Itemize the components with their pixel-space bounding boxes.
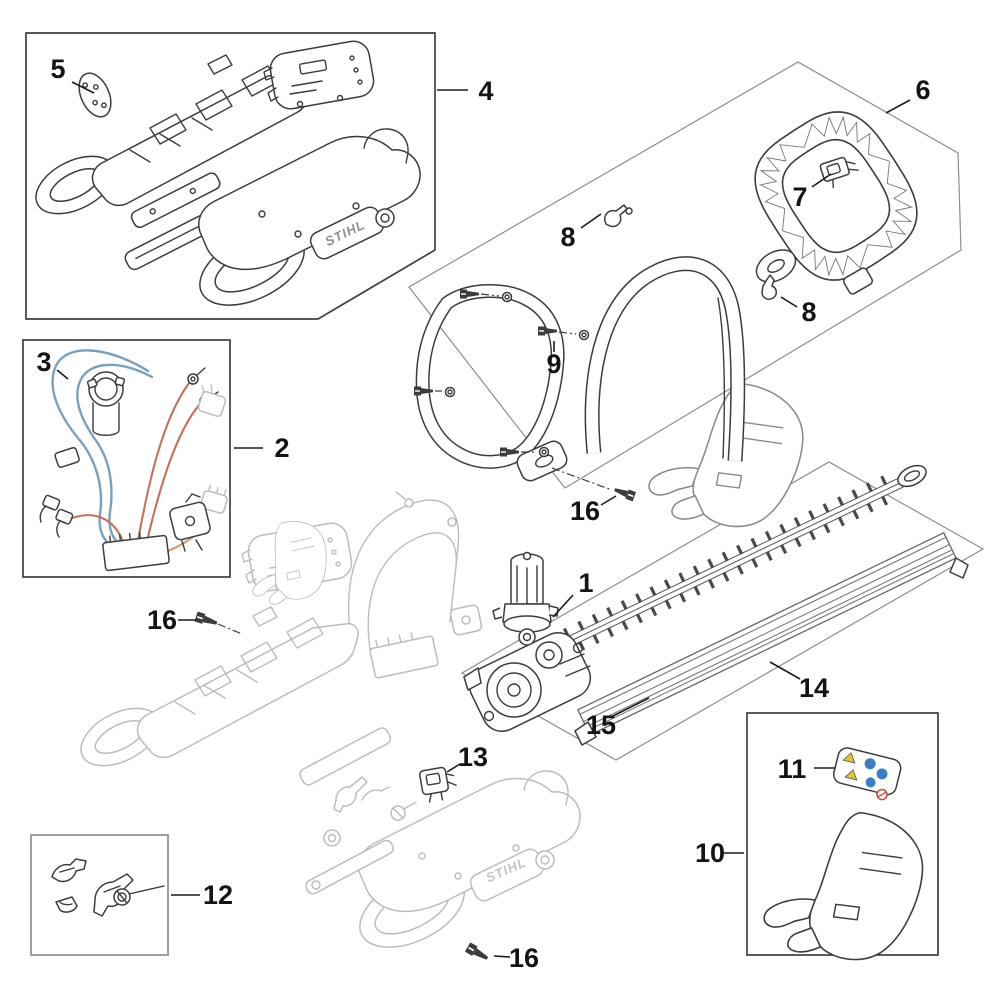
- callout-8: 8: [801, 297, 816, 327]
- leader-line-15: [612, 697, 650, 717]
- callout-16: 16: [147, 605, 177, 635]
- screw-16a: [193, 610, 220, 629]
- callout-6: 6: [915, 75, 930, 105]
- callout-16: 16: [509, 943, 539, 973]
- lower-housing-half: [187, 128, 421, 322]
- callout-15: 15: [586, 710, 616, 740]
- box-housing-group: [25, 32, 436, 320]
- leader-line-16: [600, 495, 617, 506]
- leader-line-13: [446, 763, 461, 773]
- callout-14: 14: [799, 673, 829, 703]
- housing-parts: [25, 37, 421, 322]
- callout-8: 8: [560, 222, 575, 252]
- switch-cover: [263, 37, 377, 113]
- clip-8a: [604, 204, 628, 228]
- box-wiring-group: [22, 339, 231, 578]
- leader-line-8: [780, 296, 798, 308]
- ghost-lower-housing: [347, 770, 581, 964]
- leader-line-1: [552, 594, 574, 618]
- blade-group: [463, 464, 969, 746]
- ghost-upper-housing: [70, 606, 359, 779]
- wiring-harness: [39, 349, 227, 572]
- box-handle-group: [408, 61, 962, 489]
- leader-line-14: [769, 661, 801, 680]
- callout-12: 12: [203, 880, 233, 910]
- callout-5: 5: [50, 54, 65, 84]
- handle-group: [413, 111, 918, 491]
- callout-16: 16: [570, 496, 600, 526]
- wire-blue: [51, 349, 150, 555]
- contact-plate-5: [78, 72, 112, 118]
- callout-1: 1: [578, 568, 593, 598]
- callout-11: 11: [778, 754, 807, 784]
- warning-triangle-icon: [842, 752, 856, 764]
- screw-16c: [464, 941, 491, 964]
- warning-triangle-icon: [844, 769, 858, 781]
- callout-3: 3: [36, 347, 51, 377]
- callout-10: 10: [695, 838, 725, 868]
- switch: [169, 501, 211, 541]
- callouts: 5 4 6 7 8 8 9 3 2 16 1 16 15 14 13 16 12 10 11: [36, 54, 930, 973]
- callout-2: 2: [274, 433, 289, 463]
- inner-strip-1: [130, 172, 221, 229]
- guard-group: [755, 747, 940, 986]
- cutter-bar: [553, 464, 969, 746]
- info-circle-icon: [865, 777, 876, 788]
- motor-cap: [88, 371, 124, 407]
- info-circle-icon: [864, 758, 876, 770]
- callout-4: 4: [478, 76, 493, 106]
- lever-kit: [51, 858, 165, 917]
- fasteners-switch: [193, 484, 637, 964]
- motor-1: [492, 551, 559, 646]
- info-circle-icon: [876, 768, 888, 780]
- leader-line-8: [580, 213, 602, 229]
- leader-line-16: [493, 955, 511, 958]
- gear-housing-15: [463, 632, 592, 732]
- callout-9: 9: [546, 349, 561, 379]
- box-blade-group: [460, 461, 985, 761]
- callout-7: 7: [792, 182, 807, 212]
- leader-line-6: [885, 99, 911, 114]
- safety-sticker-11: [832, 747, 902, 801]
- box-lever-kit: [30, 834, 169, 956]
- leader-line-7: [811, 173, 832, 188]
- guide-rail: [579, 536, 955, 731]
- wire-red: [135, 381, 191, 548]
- callout-13: 13: [458, 742, 488, 772]
- assembly-context-ghost: [70, 484, 581, 964]
- clip-8b: [761, 274, 777, 300]
- switch-contact-7: [819, 156, 859, 189]
- switch-13: [418, 766, 457, 803]
- leader-line-3: [56, 369, 69, 380]
- leader-line-5: [71, 81, 95, 94]
- rear-d-handle: [754, 111, 918, 281]
- screw-16b: [612, 484, 637, 503]
- control-board: [102, 531, 170, 572]
